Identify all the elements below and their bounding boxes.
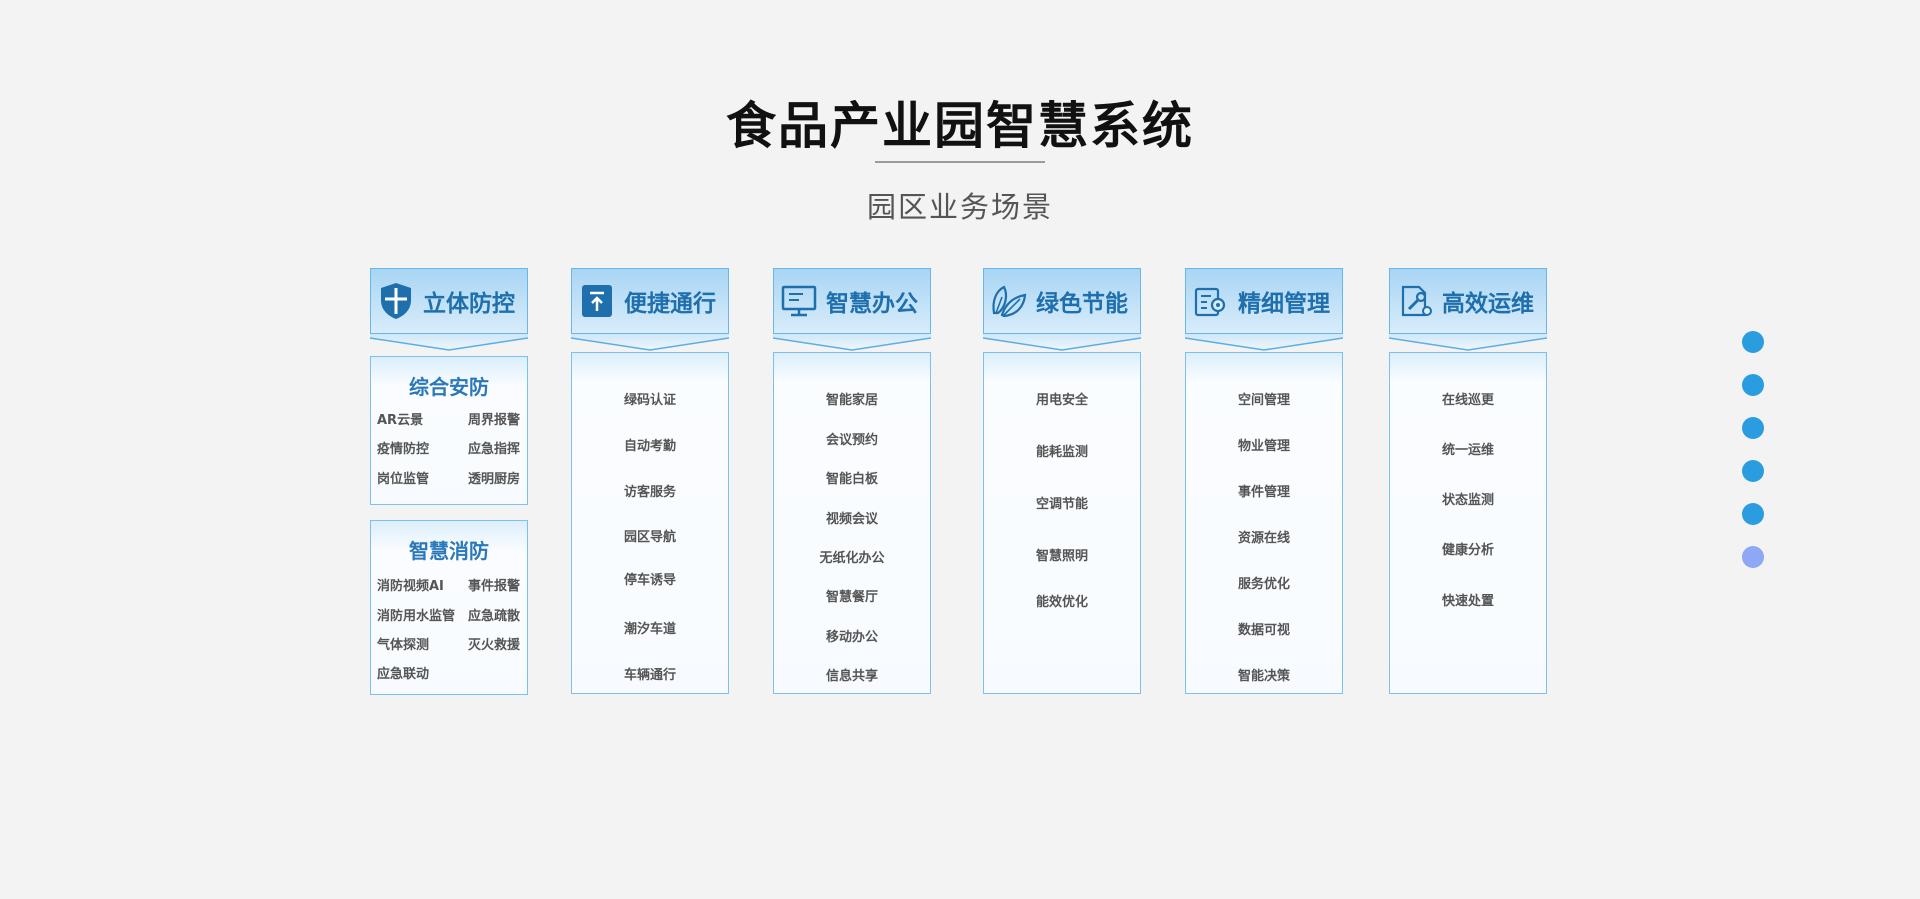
column-header-office[interactable]: 智慧办公 [773,268,931,334]
list-item[interactable]: 消防用水监管 [377,609,456,624]
section-smart-fire: 智慧消防 消防视频AI 事件报警 消防用水监管 应急疏散 气体探测 灭火救援 应… [370,520,528,695]
list-item[interactable]: 潮汐车道 [623,622,676,637]
list-item[interactable]: 空调节能 [1035,497,1088,512]
list-item[interactable]: 数据可视 [1237,623,1290,638]
list-item[interactable]: 事件管理 [1237,485,1290,500]
column-title: 绿色节能 [1036,291,1128,317]
title-divider [875,161,1045,163]
shield-icon [377,282,415,320]
list-item[interactable]: 空间管理 [1237,393,1290,408]
page-subtitle: 园区业务场景 [866,190,1053,224]
column-list: 在线巡更 统一运维 状态监测 健康分析 快速处置 [1389,352,1547,694]
header-pointer [1185,334,1343,351]
list-item[interactable]: 消防视频AI [377,579,444,594]
list-item[interactable]: 智能家居 [825,393,878,408]
pager-dot[interactable] [1742,331,1764,353]
column-header-fine-management[interactable]: 精细管理 [1185,268,1343,334]
column-list: 绿码认证 自动考勤 访客服务 园区导航 停车诱导 潮汐车道 车辆通行 [571,352,729,694]
list-item[interactable]: 园区导航 [623,530,676,545]
column-header-green-energy[interactable]: 绿色节能 [983,268,1141,334]
list-item[interactable]: 应急联动 [377,667,430,682]
leaf-icon [990,282,1028,320]
list-item[interactable]: 在线巡更 [1441,393,1494,408]
list-item[interactable]: 透明厨房 [468,472,521,487]
list-item[interactable]: 气体探测 [377,638,430,653]
list-item[interactable]: 信息共享 [825,669,878,684]
list-item[interactable]: 统一运维 [1441,443,1494,458]
column-defense: 立体防控 综合安防 AR云景 周界报警 疫情防控 应急指挥 岗位监管 透明厨房 … [370,268,528,695]
list-item[interactable]: 无纸化办公 [819,551,885,566]
column-list: 空间管理 物业管理 事件管理 资源在线 服务优化 数据可视 智能决策 [1185,352,1343,694]
column-green-energy: 绿色节能 用电安全 能耗监测 空调节能 智慧照明 能效优化 [983,268,1141,694]
settings-document-icon [1192,282,1230,320]
pager-dot[interactable] [1742,374,1764,396]
list-item[interactable]: 智能白板 [825,472,878,487]
section-integrated-security: 综合安防 AR云景 周界报警 疫情防控 应急指挥 岗位监管 透明厨房 [370,356,528,505]
section-title: 综合安防 [409,375,489,399]
monitor-icon [780,282,818,320]
header-pointer [983,334,1141,351]
column-title: 立体防控 [423,291,515,317]
column-title: 智慧办公 [826,291,918,317]
header-pointer [571,334,729,351]
column-fine-management: 精细管理 空间管理 物业管理 事件管理 资源在线 服务优化 数据可视 智能决策 [1185,268,1343,694]
list-item[interactable]: 灭火救援 [468,638,521,653]
header-pointer [1389,334,1547,351]
column-header-access[interactable]: 便捷通行 [571,268,729,334]
header-pointer [370,334,528,351]
column-title: 精细管理 [1238,291,1330,317]
column-list: 用电安全 能耗监测 空调节能 智慧照明 能效优化 [983,352,1141,694]
upload-arrow-icon [578,282,616,320]
list-item[interactable]: 视频会议 [825,512,878,527]
column-header-efficient-ops[interactable]: 高效运维 [1389,268,1547,334]
list-item[interactable]: 能效优化 [1035,595,1088,610]
list-item[interactable]: 智能决策 [1237,669,1290,684]
column-title: 便捷通行 [624,291,716,317]
list-item[interactable]: 事件报警 [468,579,521,594]
section-title: 智慧消防 [409,539,489,563]
list-item[interactable]: 快速处置 [1441,594,1494,609]
list-item[interactable]: 状态监测 [1441,493,1494,508]
list-item[interactable]: 会议预约 [825,433,878,448]
column-office: 智慧办公 智能家居 会议预约 智能白板 视频会议 无纸化办公 智慧餐厅 移动办公… [773,268,931,694]
list-item[interactable]: 用电安全 [1035,393,1088,408]
column-header-defense[interactable]: 立体防控 [370,268,528,334]
column-title: 高效运维 [1442,291,1534,317]
list-item[interactable]: 岗位监管 [377,472,430,487]
list-item[interactable]: 物业管理 [1237,439,1290,454]
list-item[interactable]: 能耗监测 [1035,445,1088,460]
list-item[interactable]: 停车诱导 [623,573,676,588]
wrench-document-icon [1396,282,1434,320]
list-item[interactable]: 车辆通行 [623,668,676,683]
list-item[interactable]: 应急指挥 [468,442,521,457]
pager-dot[interactable] [1742,417,1764,439]
list-item[interactable]: 服务优化 [1237,577,1290,592]
list-item[interactable]: 访客服务 [623,485,676,500]
list-item[interactable]: 自动考勤 [623,439,676,454]
pager-dot[interactable] [1742,460,1764,482]
list-item[interactable]: 周界报警 [468,413,521,428]
list-item[interactable]: 移动办公 [825,630,878,645]
list-item[interactable]: 智慧餐厅 [825,590,878,605]
list-item[interactable]: 智慧照明 [1035,549,1088,564]
pager-dot[interactable] [1742,546,1764,568]
column-efficient-ops: 高效运维 在线巡更 统一运维 状态监测 健康分析 快速处置 [1389,268,1547,694]
header-pointer [773,334,931,351]
list-item[interactable]: 健康分析 [1441,543,1494,558]
list-item[interactable]: AR云景 [377,413,424,428]
page-title: 食品产业园智慧系统 [726,97,1194,155]
pager-dot[interactable] [1742,503,1764,525]
list-item[interactable]: 疫情防控 [377,442,430,457]
column-list: 智能家居 会议预约 智能白板 视频会议 无纸化办公 智慧餐厅 移动办公 信息共享 [773,352,931,694]
list-item[interactable]: 绿码认证 [623,393,676,408]
list-item[interactable]: 应急疏散 [468,609,521,624]
list-item[interactable]: 资源在线 [1237,531,1290,546]
column-access: 便捷通行 绿码认证 自动考勤 访客服务 园区导航 停车诱导 潮汐车道 车辆通行 [571,268,729,694]
